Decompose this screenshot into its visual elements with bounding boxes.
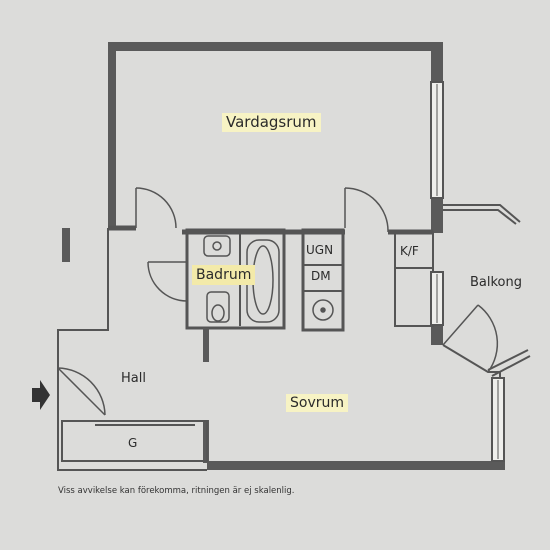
- room-label-vardagsrum: Vardagsrum: [222, 113, 321, 132]
- interior-walls: [57, 204, 531, 471]
- room-label-sovrum: Sovrum: [286, 394, 349, 412]
- fixture-label-dm: DM: [311, 269, 331, 283]
- entry-arrow-icon: [32, 380, 50, 410]
- disclaimer-note: Viss avvikelse kan förekomma, ritningen …: [58, 486, 295, 496]
- fixture-label-kf: K/F: [400, 244, 419, 258]
- room-label-badrum: Badrum: [192, 265, 256, 285]
- doors: [57, 187, 499, 416]
- kitchen-fixtures: [312, 299, 334, 321]
- windows: [430, 81, 505, 462]
- fixture-label-ugn: UGN: [306, 243, 334, 257]
- room-label-balkong: Balkong: [470, 275, 523, 290]
- fixture-label-garderob: G: [128, 436, 138, 450]
- room-label-hall: Hall: [121, 371, 146, 386]
- walls: [62, 42, 505, 470]
